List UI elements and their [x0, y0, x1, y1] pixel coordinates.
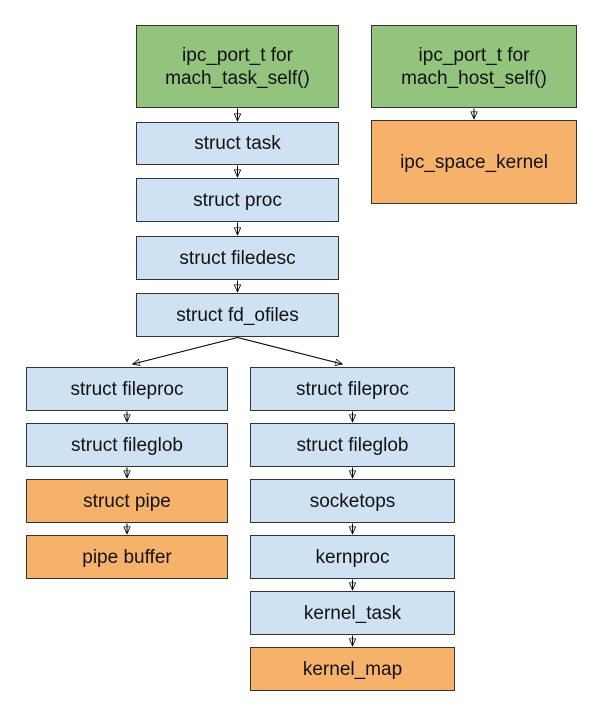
node-struct-fileglob-left: struct fileglob — [26, 423, 228, 467]
node-ipc-space-kernel: ipc_space_kernel — [371, 120, 577, 204]
node-struct-fileproc-right: struct fileproc — [250, 367, 455, 411]
node-socketops: socketops — [250, 479, 455, 523]
node-kernproc: kernproc — [250, 535, 455, 579]
node-struct-filedesc: struct filedesc — [136, 236, 339, 280]
arrow-fd-ofiles-to-fileproc-right — [237, 337, 343, 365]
node-kernel-map: kernel_map — [250, 647, 455, 691]
node-ipc-port-host-self: ipc_port_t for mach_host_self() — [371, 25, 577, 108]
node-struct-fd-ofiles: struct fd_ofiles — [136, 293, 339, 337]
node-struct-fileproc-left: struct fileproc — [26, 367, 228, 411]
node-ipc-port-task-self: ipc_port_t for mach_task_self() — [136, 25, 339, 108]
node-struct-proc: struct proc — [136, 178, 339, 222]
node-struct-pipe: struct pipe — [26, 479, 228, 523]
node-pipe-buffer: pipe buffer — [26, 535, 228, 579]
node-kernel-task: kernel_task — [250, 591, 455, 635]
arrow-fd-ofiles-to-fileproc-left — [133, 337, 238, 365]
node-struct-task: struct task — [136, 122, 339, 165]
node-struct-fileglob-right: struct fileglob — [250, 423, 455, 467]
